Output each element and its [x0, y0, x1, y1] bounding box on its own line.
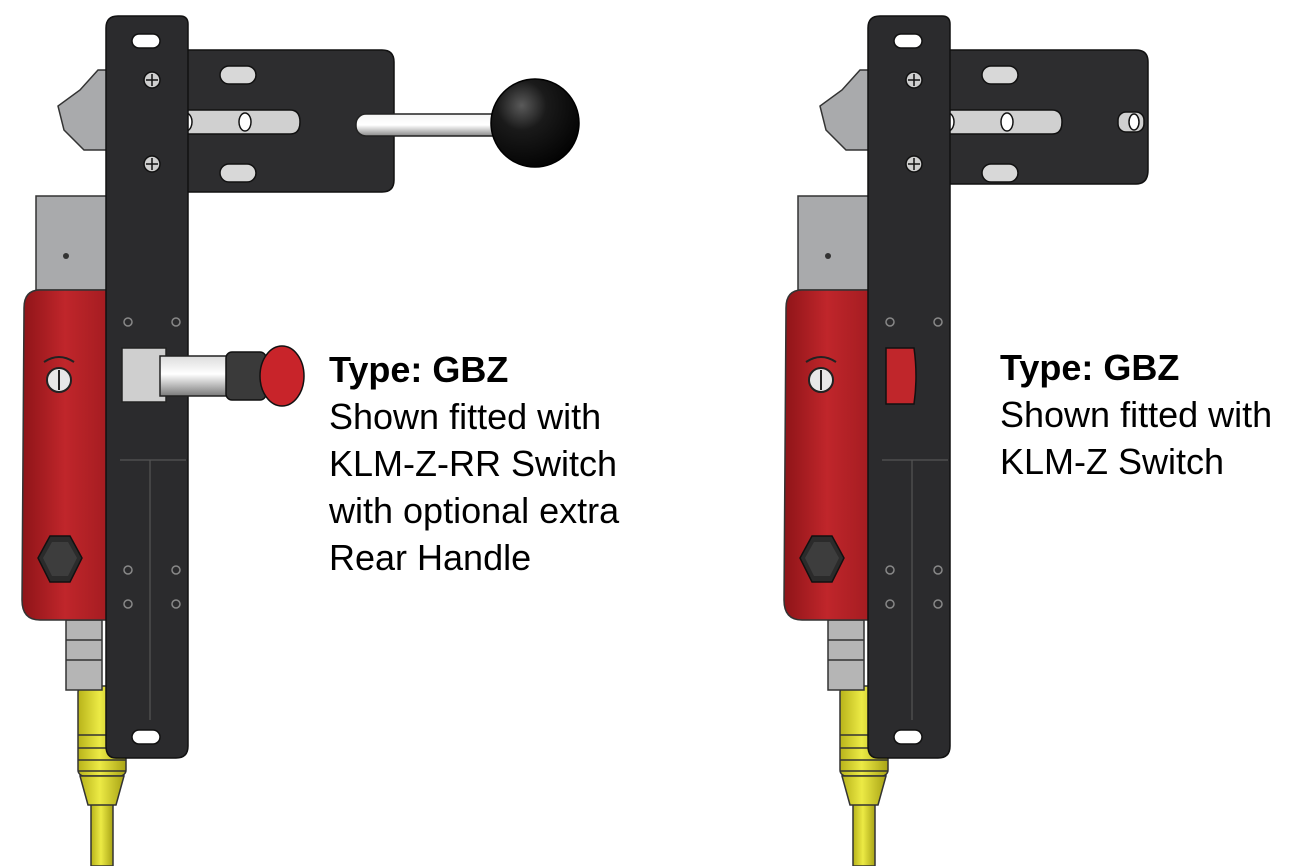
left-cable-gland: [65, 619, 103, 691]
left-handle: [355, 78, 580, 168]
left-caption-line-1: Shown fitted with: [329, 396, 602, 437]
right-grey-housing: [797, 195, 871, 291]
left-red-body: [21, 289, 109, 621]
right-cable-gland: [827, 619, 865, 691]
right-interlock-unit: [783, 15, 1149, 866]
left-caption-line-3: with optional extra: [329, 490, 620, 531]
left-interlock-unit: [21, 15, 580, 866]
left-caption-title: Type: GBZ: [329, 349, 509, 390]
right-caption: Type: GBZ Shown fitted with KLM-Z Switch: [1000, 344, 1272, 485]
left-caption: Type: GBZ Shown fitted with KLM-Z-RR Swi…: [329, 346, 619, 581]
right-red-body: [783, 289, 871, 621]
left-release-button: [121, 345, 305, 407]
left-lever-bracket: [57, 69, 113, 151]
right-lever-bracket: [819, 69, 875, 151]
left-actuator-plate: [149, 49, 395, 193]
right-mounting-plate: [867, 15, 951, 759]
left-caption-line-2: KLM-Z-RR Switch: [329, 443, 618, 484]
left-grey-housing: [35, 195, 109, 291]
right-caption-line-2: KLM-Z Switch: [1000, 441, 1225, 482]
left-caption-line-4: Rear Handle: [329, 537, 532, 578]
right-caption-title: Type: GBZ: [1000, 347, 1180, 388]
right-actuator-plate: [911, 49, 1149, 185]
right-caption-line-1: Shown fitted with: [1000, 394, 1273, 435]
